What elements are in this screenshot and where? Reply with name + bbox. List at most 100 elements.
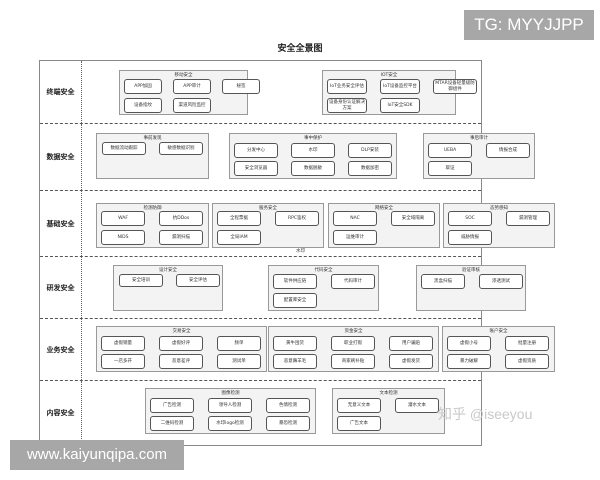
item[interactable]: 安全浏览器 bbox=[234, 161, 278, 176]
group-code-security: 代码安全 软件供应链 代码审计 配置库安全 bbox=[268, 265, 379, 311]
group-title: 资金安全 bbox=[344, 329, 363, 334]
url-watermark-badge: www.kaiyunqipa.com bbox=[10, 440, 184, 470]
row-endpoint-security: 终端安全 移动安全 APP加固 APP审计 秘签 设备指纹 渠道风险监控 IOT… bbox=[40, 61, 481, 124]
item[interactable]: 安全域隔离 bbox=[391, 211, 435, 226]
item[interactable]: 取证 bbox=[428, 161, 472, 176]
group-in-process-protection: 事中保护 分发中心 水印 DLP安装 安全浏览器 数据脱敏 数据加密 bbox=[229, 133, 397, 179]
item[interactable]: 职业打假 bbox=[331, 336, 375, 351]
item[interactable]: IoT业务安全评估 bbox=[327, 79, 367, 94]
group-verification-review: 验证审核 黑盒扫描 渗透测试 bbox=[416, 265, 526, 311]
item[interactable]: IoT设备监控平台 bbox=[380, 79, 420, 94]
item[interactable]: 恶意薅羊毛 bbox=[273, 354, 317, 369]
item[interactable]: 设备指纹 bbox=[124, 98, 162, 113]
item[interactable]: 设备身份认证解决方案 bbox=[327, 98, 367, 113]
item[interactable]: 虚假销量 bbox=[101, 336, 145, 351]
group-title: 图像检测 bbox=[221, 391, 240, 396]
row-divider bbox=[81, 257, 82, 318]
group-title: 事中保护 bbox=[304, 136, 322, 141]
item[interactable]: 虚假发货 bbox=[389, 354, 433, 369]
item[interactable]: NAC bbox=[333, 211, 377, 226]
item[interactable]: WAF bbox=[101, 211, 145, 226]
item[interactable]: 领导人检测 bbox=[208, 398, 252, 413]
item[interactable]: SOC bbox=[448, 211, 492, 226]
row-data-security: 数据安全 事前发现 数据流动跟踪 敏感数据识别 事中保护 分发中心 水印 DLP… bbox=[40, 124, 535, 191]
row-label: 内容安全 bbox=[46, 409, 75, 417]
item[interactable]: 批量注册 bbox=[505, 336, 549, 351]
item[interactable]: 暴恐检测 bbox=[266, 416, 310, 431]
item[interactable]: 频单 bbox=[217, 336, 261, 351]
item[interactable]: 虚假资质 bbox=[505, 354, 549, 369]
item[interactable]: 运维审计 bbox=[333, 230, 377, 245]
group-title: 验证审核 bbox=[462, 268, 480, 273]
item[interactable]: 安全培训 bbox=[119, 274, 163, 287]
item[interactable]: MTAR设备轻量级防御组件 bbox=[433, 79, 477, 94]
item[interactable]: 数据脱敏 bbox=[291, 161, 335, 176]
item[interactable]: 色情检测 bbox=[266, 398, 310, 413]
item[interactable]: 虚假小号 bbox=[447, 336, 491, 351]
group-title: 文本检测 bbox=[379, 391, 398, 396]
item[interactable]: 恶意差评 bbox=[159, 354, 203, 369]
group-title: 代码安全 bbox=[314, 268, 333, 273]
row-label: 业务安全 bbox=[46, 345, 75, 354]
group-transaction-security: 交易安全 虚假销量 虚假好评 频单 一店多开 恶意差评 测试单 bbox=[96, 326, 267, 372]
watermark-note: 水印 bbox=[296, 249, 305, 254]
item[interactable]: 全局IAM bbox=[217, 230, 261, 245]
item[interactable]: 敏感数据识别 bbox=[159, 142, 203, 155]
group-service-security: 服务安全 全程票据 RPC鉴权 全局IAM bbox=[212, 203, 324, 248]
group-network-security: 网络安全 NAC 安全域隔离 运维审计 bbox=[328, 203, 440, 248]
group-title: 交易安全 bbox=[172, 329, 191, 334]
group-image-detection: 图像检测 广告检测 领导人检测 色情检测 二维码检测 水印logo检测 暴恐检测 bbox=[145, 388, 316, 434]
group-account-security: 账户安全 虚假小号 批量注册 暴力破解 虚假资质 bbox=[442, 326, 555, 372]
group-title: 移动安全 bbox=[174, 73, 193, 78]
group-funds-security: 资金安全 黄牛囤货 职业打假 用户骗赔 恶意薅羊毛 商家刷补贴 虚假发货 bbox=[268, 326, 439, 372]
item[interactable]: 漏洞管理 bbox=[506, 211, 550, 226]
row-label: 基础安全 bbox=[46, 219, 75, 228]
item[interactable]: 灌水文本 bbox=[395, 398, 439, 413]
row-content-security: 内容安全 图像检测 广告检测 领导人检测 色情检测 二维码检测 水印logo检测… bbox=[40, 381, 481, 445]
item[interactable]: 漏洞扫描 bbox=[159, 230, 203, 245]
item[interactable]: 二维码检测 bbox=[150, 416, 194, 431]
item[interactable]: 商家刷补贴 bbox=[331, 354, 375, 369]
row-label: 终端安全 bbox=[46, 88, 75, 96]
item[interactable]: 虚假好评 bbox=[159, 336, 203, 351]
item[interactable]: 秘签 bbox=[222, 79, 260, 94]
item[interactable]: 渠道风险监控 bbox=[173, 98, 211, 113]
item[interactable]: IoT安全SDK bbox=[380, 98, 420, 113]
item[interactable]: 抗DDos bbox=[159, 211, 203, 226]
item[interactable]: 安全评估 bbox=[176, 274, 220, 287]
item[interactable]: 测试单 bbox=[217, 354, 261, 369]
item[interactable]: 黑盒扫描 bbox=[421, 274, 465, 289]
item[interactable]: 代码审计 bbox=[331, 274, 375, 289]
item[interactable]: APP审计 bbox=[173, 79, 211, 94]
item[interactable]: 水印 bbox=[291, 143, 335, 158]
item[interactable]: 威胁情报 bbox=[448, 230, 492, 245]
item[interactable]: 全程票据 bbox=[217, 211, 261, 226]
item[interactable]: 广告检测 bbox=[150, 398, 194, 413]
item[interactable]: 水印logo检测 bbox=[208, 416, 252, 431]
item[interactable]: UEBA bbox=[428, 143, 472, 158]
group-mobile-security: 移动安全 APP加固 APP审计 秘签 设备指纹 渠道风险监控 bbox=[119, 70, 260, 115]
group-title: IOT安全 bbox=[380, 73, 398, 78]
group-title: 账户安全 bbox=[489, 329, 508, 334]
item[interactable]: 分发中心 bbox=[234, 143, 278, 158]
item[interactable]: 软件供应链 bbox=[273, 274, 317, 289]
item[interactable]: APP加固 bbox=[124, 79, 162, 94]
item[interactable]: RPC鉴权 bbox=[275, 211, 319, 226]
item[interactable]: 黄牛囤货 bbox=[273, 336, 317, 351]
group-detection-defense: 检测防御 WAF 抗DDos NIDS 漏洞扫描 bbox=[96, 203, 209, 248]
item[interactable]: 广告文本 bbox=[337, 416, 381, 431]
item[interactable]: 配置库安全 bbox=[273, 293, 317, 308]
group-iot-security: IOT安全 IoT业务安全评估 IoT设备监控平台 MTAR设备轻量级防御组件 … bbox=[322, 70, 477, 115]
group-title: 设计安全 bbox=[159, 268, 177, 273]
group-title: 服务安全 bbox=[259, 206, 277, 211]
item[interactable]: 暴力破解 bbox=[447, 354, 491, 369]
item[interactable]: 用户骗赔 bbox=[389, 336, 433, 351]
item[interactable]: 渗透测试 bbox=[479, 274, 523, 289]
item[interactable]: 数据加密 bbox=[348, 161, 392, 176]
item[interactable]: 无意义文本 bbox=[337, 398, 381, 413]
item[interactable]: 一店多开 bbox=[101, 354, 145, 369]
item[interactable]: 数据流动跟踪 bbox=[102, 142, 146, 155]
item[interactable]: DLP安装 bbox=[348, 143, 392, 158]
item[interactable]: 情报合成 bbox=[486, 143, 530, 158]
item[interactable]: NIDS bbox=[101, 230, 145, 245]
